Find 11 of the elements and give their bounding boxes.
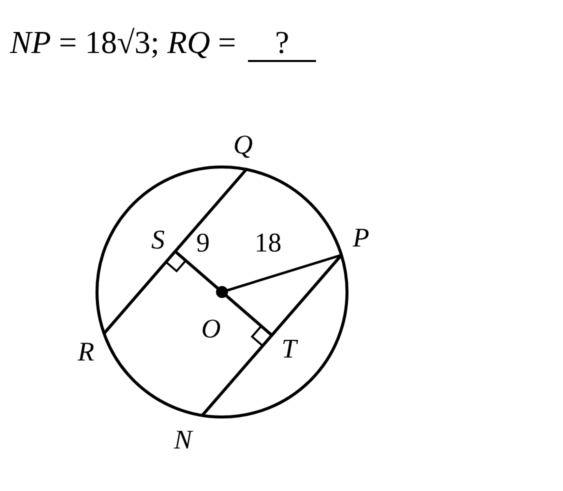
- point-label: O: [201, 316, 221, 342]
- point-label: N: [174, 426, 192, 454]
- question-text: NP = 18√3; RQ =: [10, 23, 236, 62]
- point-label: T: [281, 336, 297, 362]
- point-label: R: [78, 338, 94, 366]
- point-label: S: [151, 226, 165, 254]
- point-label: Q: [233, 132, 253, 158]
- point-label: P: [352, 224, 370, 252]
- point-label: 9: [196, 230, 210, 256]
- answer-blank: ?: [248, 26, 316, 62]
- point-label: 18: [254, 230, 282, 256]
